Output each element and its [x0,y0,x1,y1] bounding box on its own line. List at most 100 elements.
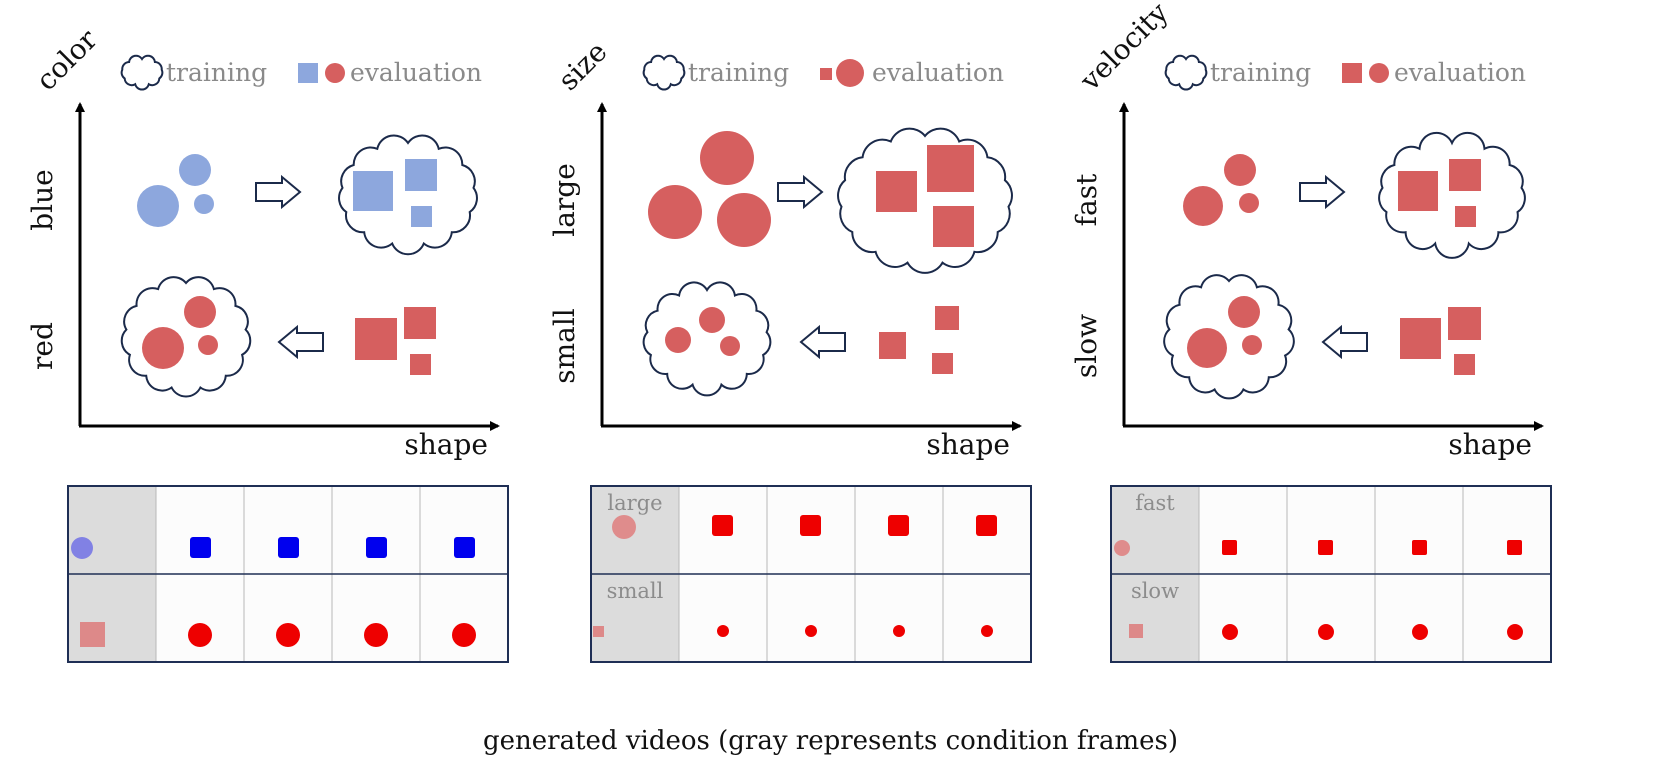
circle-shape [137,185,179,227]
legend-evaluation-label: evaluation [1394,58,1526,87]
generated-frame-cell [155,485,245,575]
generated-frame-cell [1286,485,1376,575]
condition-row-label: large [607,491,662,515]
upper-row [648,127,1013,274]
generated-circle-frame [364,623,388,647]
generated-square-frame [190,537,211,558]
row-label-lower: red [26,322,59,370]
legend-training-label: training [166,58,267,87]
generated-square-frame [366,537,387,558]
circle-shape [1183,186,1223,226]
legend-eval-circle-icon [325,63,345,83]
circle-shape [198,335,218,355]
square-shape [353,171,393,211]
circle-shape [194,194,214,214]
generated-frame-cell [1286,573,1376,663]
square-shape [405,159,437,191]
left-arrow-icon [1321,324,1368,360]
circle-shape [717,193,771,247]
video-grid-color [67,485,509,663]
square-shape [933,206,974,247]
lower-row [1163,274,1481,400]
generated-square-frame [712,515,733,536]
condition-frame-cell [1110,485,1200,575]
square-shape [1449,159,1481,191]
square-shape [927,145,974,192]
condition-row-label: slow [1131,579,1179,603]
condition-frame-cell [67,573,157,663]
legend-eval-square-icon [298,63,318,83]
generated-frame-cell [331,485,421,575]
circle-shape [700,131,754,185]
generated-square-frame [1318,540,1333,555]
circle-shape [699,307,725,333]
square-shape [355,318,397,360]
legend-evaluation-label: evaluation [872,58,1004,87]
condition-circle-frame [71,537,93,559]
y-axis-label: color [30,22,104,96]
generated-frame-cell [1462,485,1552,575]
condition-square-frame [593,626,604,637]
square-shape [411,206,432,227]
row-label-upper: fast [1070,173,1103,226]
generated-circle-frame [717,625,729,637]
row-label-lower: small [548,308,581,384]
legend-eval-circle-icon [836,59,864,87]
generated-circle-frame [188,623,212,647]
cloud-shape [642,281,772,397]
circle-shape [665,327,691,353]
left-arrow-icon [277,324,324,360]
square-shape [932,353,953,374]
generated-square-frame [1507,540,1522,555]
generated-circle-frame [1318,624,1334,640]
x-axis-label: shape [404,428,488,461]
condition-square-frame [1129,624,1143,638]
generated-frame-cell [854,573,944,663]
generated-circle-frame [276,623,300,647]
condition-circle-frame [612,515,636,539]
legend-training-label: training [1210,58,1311,87]
row-label-upper: large [548,163,581,237]
generated-frame-cell [1374,485,1464,575]
left-arrow-icon [799,324,846,360]
upper-row [1183,131,1526,259]
generated-square-frame [1222,540,1237,555]
square-shape [1455,206,1476,227]
legend-cloud-icon [642,54,686,91]
circle-shape [1228,296,1260,328]
cloud-shape [338,134,478,256]
y-axis-label: velocity [1073,0,1175,98]
generated-circle-frame [893,625,905,637]
row-label-lower: slow [1070,314,1103,378]
generated-circle-frame [981,625,993,637]
generated-frame-cell [155,573,245,663]
figure-caption: generated videos (gray represents condit… [482,726,1179,756]
right-arrow-icon [1299,174,1346,210]
square-shape [876,171,917,212]
circle-shape [1187,328,1227,368]
circle-shape [720,336,740,356]
legend-cloud-icon [1164,54,1208,91]
generated-frame-cell [1374,573,1464,663]
generated-square-frame [1412,540,1427,555]
square-shape [1454,354,1475,375]
legend-evaluation-label: evaluation [350,58,482,87]
condition-frame-cell [67,485,157,575]
generated-frame-cell [942,573,1032,663]
generated-frame-cell [419,485,509,575]
condition-row-label: fast [1135,491,1175,515]
row-label-upper: blue [26,169,59,230]
circle-shape [648,185,702,239]
legend-eval-circle-icon [1369,63,1389,83]
lower-row [120,276,436,398]
circle-shape [1224,154,1256,186]
cloud-shape [837,127,1013,274]
generated-square-frame [800,515,821,536]
y-axis-label: size [552,35,614,97]
generated-square-frame [976,515,997,536]
square-shape [879,332,906,359]
circle-shape [179,154,211,186]
